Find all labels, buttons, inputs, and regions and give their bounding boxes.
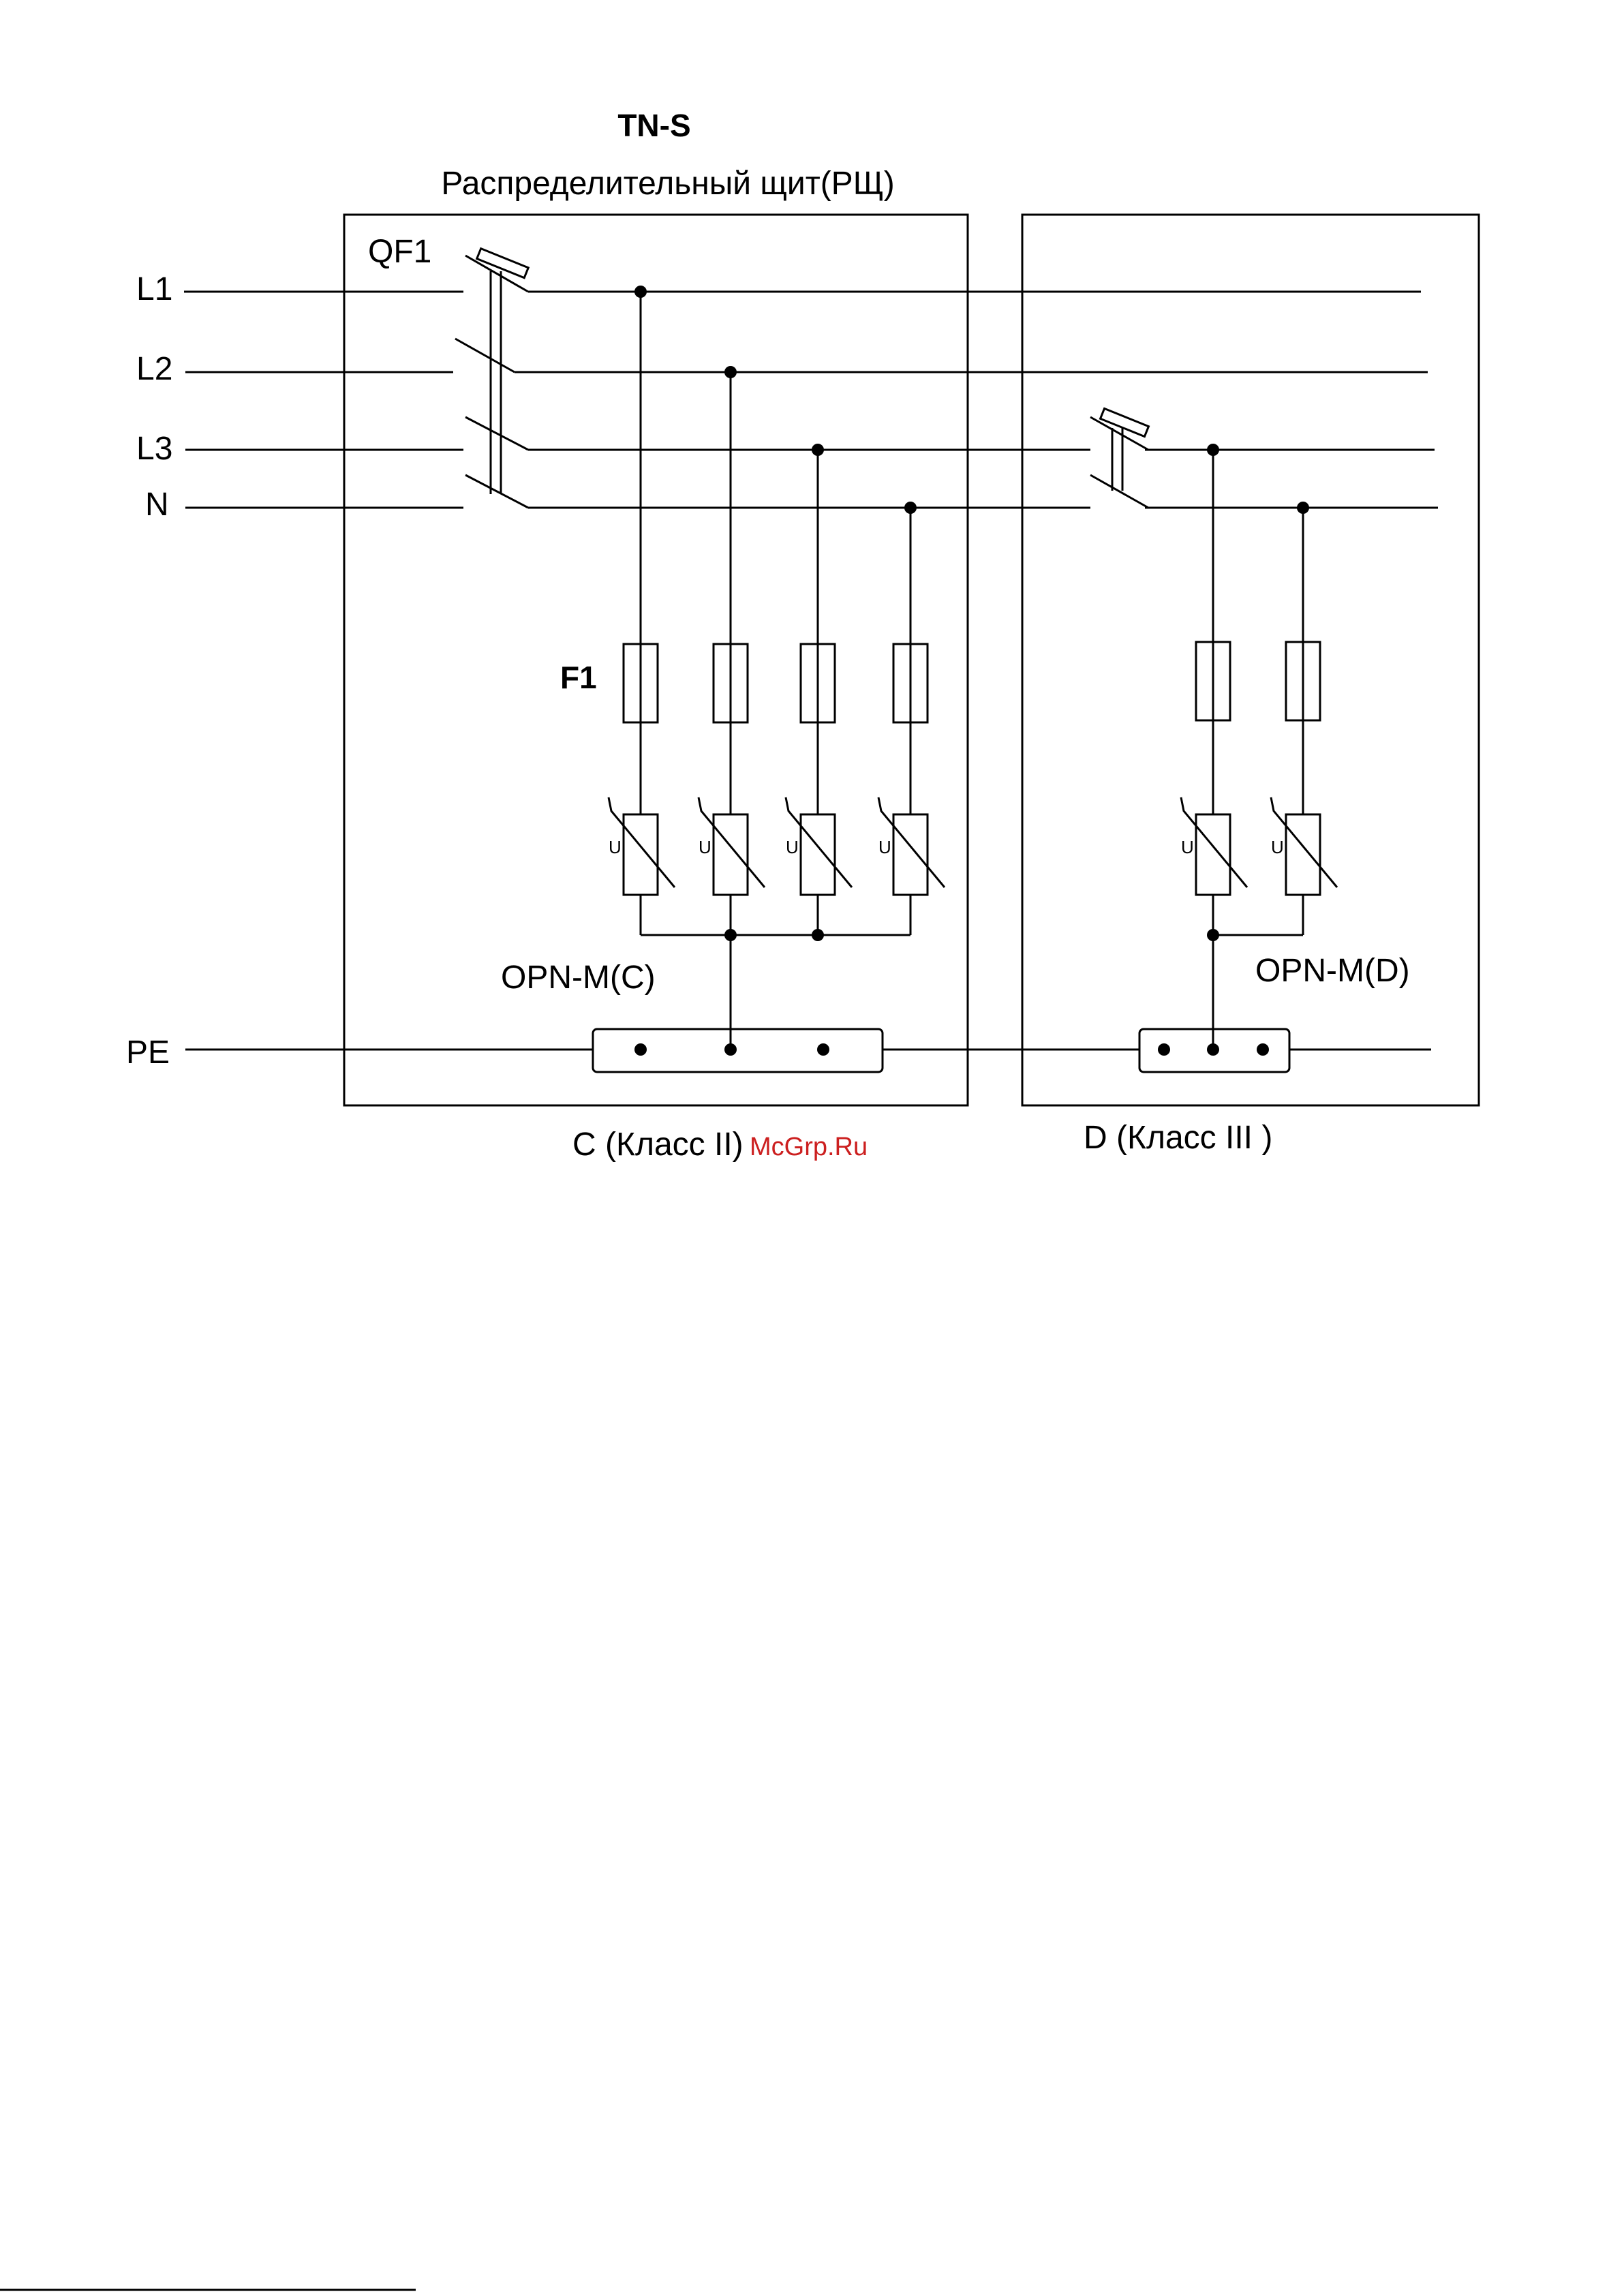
fuses-panel-d — [1196, 642, 1320, 720]
conductor-label-l1: L1 — [136, 271, 172, 307]
breaker-panel-d — [1090, 408, 1148, 508]
conductor-label-l2: L2 — [136, 351, 172, 387]
svg-text:U: U — [699, 837, 711, 857]
zone-d-caption: D (Класс III ) — [1084, 1120, 1272, 1156]
arrester-common-bars — [641, 935, 1303, 1050]
fuses-panel-c — [624, 644, 928, 722]
svg-text:U: U — [786, 837, 799, 857]
arrester-label-d: OPN-M(D) — [1255, 953, 1410, 989]
panel-d-enclosure — [1022, 215, 1479, 1105]
svg-text:U: U — [1271, 837, 1284, 857]
panel-caption: Распределительный щит(РЩ) — [441, 166, 894, 202]
breaker-qf1 — [455, 249, 528, 508]
diagram-title: TN-S — [617, 108, 690, 143]
svg-text:U: U — [1181, 837, 1194, 857]
watermark: McGrp.Ru — [750, 1133, 868, 1161]
branch-wires-panel-c — [641, 292, 910, 935]
conductor-label-l3: L3 — [136, 431, 172, 467]
fuse-label-f1: F1 — [560, 660, 597, 695]
conductor-label-n: N — [145, 487, 169, 523]
varistors-panel-d: U U — [1181, 797, 1337, 895]
bus-lines — [515, 292, 1438, 508]
varistors-panel-c: U U U U — [609, 797, 945, 895]
zone-c-caption: C (Класс II) — [572, 1127, 744, 1163]
incoming-lines — [184, 292, 463, 508]
conductor-label-pe: PE — [126, 1035, 170, 1071]
svg-text:U: U — [609, 837, 622, 857]
arrester-label-c: OPN-M(C) — [501, 960, 656, 996]
svg-text:U: U — [878, 837, 891, 857]
breaker-label-qf1: QF1 — [368, 234, 431, 270]
